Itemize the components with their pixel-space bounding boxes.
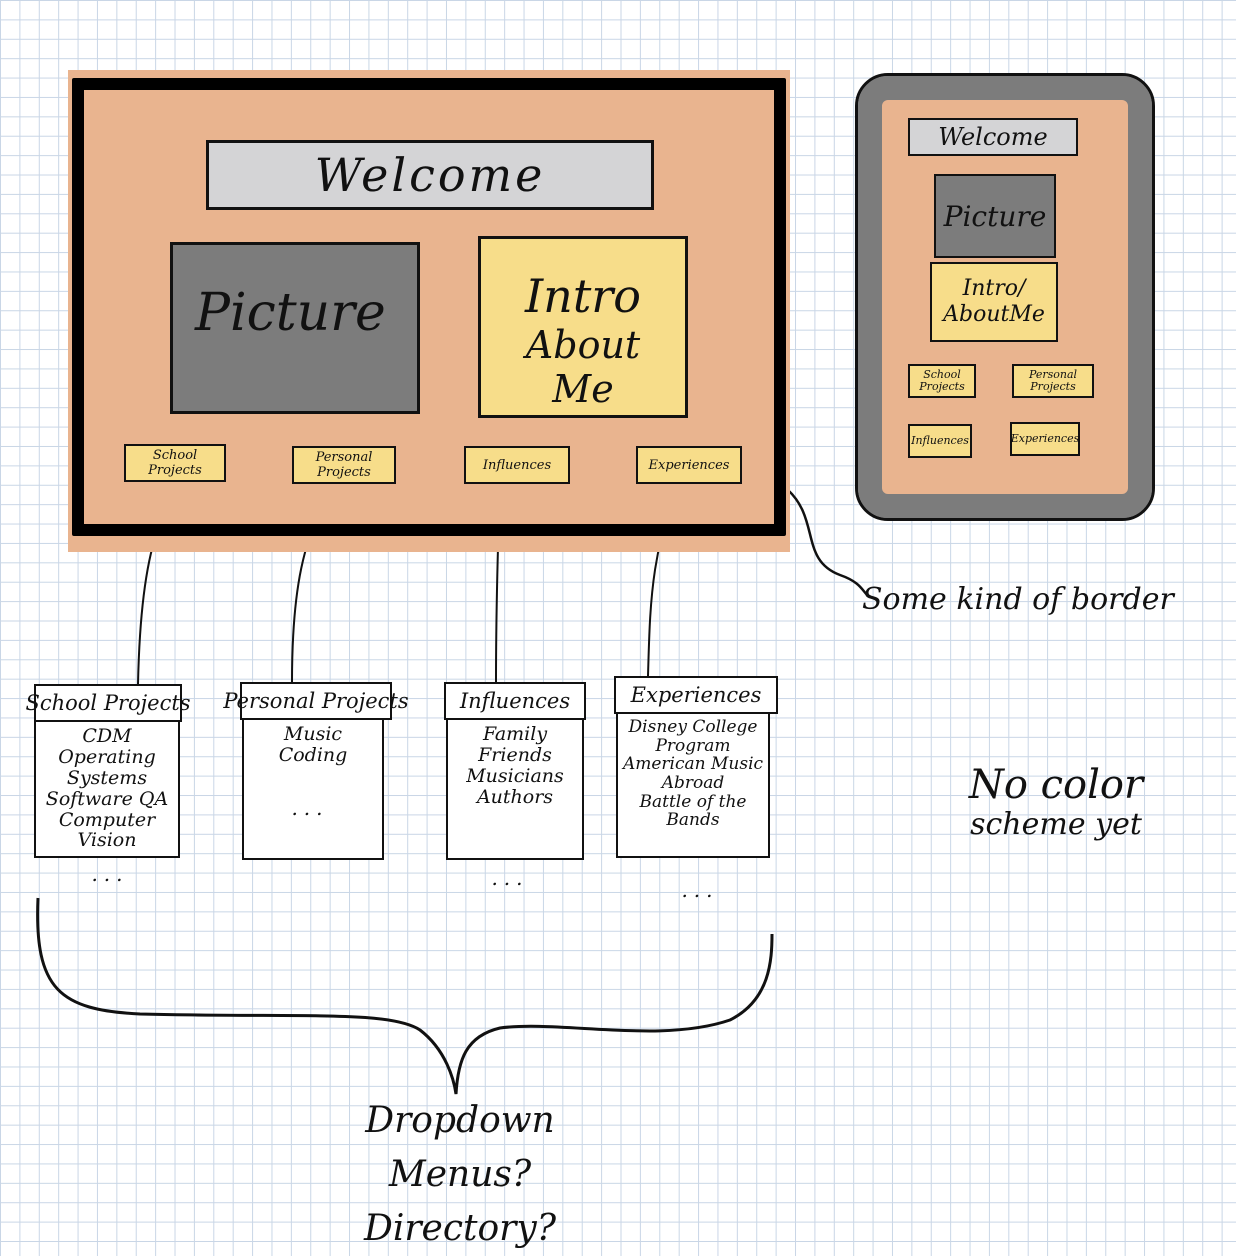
annotation-dropdown-line2: Directory? — [363, 1208, 557, 1249]
nav-button-personal-projects[interactable]: Personal Projects — [292, 446, 396, 484]
brace — [36, 897, 774, 1095]
mobile-device-frame — [855, 73, 1155, 521]
border-pointer — [787, 489, 869, 597]
dropdown-personal-projects-header[interactable]: Personal Projects — [223, 682, 409, 720]
dropdown-item[interactable]: CDM — [82, 725, 132, 747]
mobile-intro-box: Intro/ AboutMe — [930, 262, 1058, 342]
mobile-intro-title: Intro/ — [962, 275, 1026, 301]
nav-button-influences[interactable]: Influences — [464, 446, 570, 484]
dropdown-item[interactable]: Coding — [278, 743, 348, 766]
mobile-picture-placeholder: Picture — [934, 174, 1056, 258]
desktop-intro-title: Intro — [525, 269, 641, 323]
annotation-color-note: No color scheme yet — [926, 762, 1186, 843]
dropdown-more-ellipsis: ... — [681, 878, 719, 902]
dropdown-more-ellipsis: ... — [91, 862, 129, 886]
annotation-dropdown-line1: Dropdown Menus? — [365, 1100, 555, 1195]
mobile-nav-button-personal-projects[interactable]: Personal Projects — [1012, 364, 1094, 398]
dropdown-item[interactable]: American Music Abroad — [622, 754, 764, 794]
desktop-border-frame — [72, 78, 786, 536]
mobile-nav-button-school-projects[interactable]: School Projects — [908, 364, 976, 398]
dropdown-school-projects-header[interactable]: School Projects — [25, 684, 191, 722]
nav-button-experiences[interactable]: Experiences — [636, 446, 742, 484]
dropdown-item[interactable]: Musicians — [466, 764, 564, 787]
desktop-intro-subtitle: About Me — [525, 323, 641, 411]
mobile-welcome-banner: Welcome — [908, 118, 1078, 156]
annotation-color-line1: No color — [968, 762, 1144, 808]
mobile-nav-button-experiences[interactable]: Experiences — [1010, 422, 1080, 456]
desktop-picture-placeholder: Picture — [170, 242, 420, 414]
dropdown-more-ellipsis: ... — [491, 866, 529, 890]
dropdown-item[interactable]: Operating Systems — [58, 745, 156, 789]
dropdown-item[interactable]: Battle of the Bands — [639, 791, 747, 831]
dropdown-item[interactable]: Music — [283, 723, 343, 745]
dropdown-item[interactable]: Software QA — [45, 787, 169, 810]
dropdown-influences-list: Family Friends Musicians Authors — [446, 720, 584, 860]
dropdown-item[interactable]: Disney College Program — [628, 717, 758, 756]
dropdown-experiences-header[interactable]: Experiences — [614, 676, 778, 714]
desktop-intro-box: Intro About Me — [478, 236, 688, 418]
dropdown-item[interactable]: Computer Vision — [58, 808, 156, 852]
dropdown-personal-projects-list: Music Coding — [242, 720, 384, 860]
nav-button-school-projects[interactable]: School Projects — [124, 444, 226, 482]
dropdown-item[interactable]: Friends — [478, 743, 552, 766]
dropdown-experiences-list: Disney College Program American Music Ab… — [616, 714, 770, 858]
mobile-nav-button-influences[interactable]: Influences — [908, 424, 972, 458]
dropdown-item[interactable]: Authors — [476, 785, 554, 808]
annotation-color-line2: scheme yet — [970, 807, 1142, 842]
dropdown-influences-header[interactable]: Influences — [444, 682, 586, 720]
mobile-intro-subtitle: AboutMe — [943, 302, 1045, 327]
annotation-border-note: Some kind of border — [862, 582, 1174, 617]
desktop-welcome-banner: Welcome — [206, 140, 654, 210]
dropdown-school-projects-list: CDM Operating Systems Software QA Comput… — [34, 722, 180, 858]
annotation-dropdown-note: Dropdown Menus? Directory? — [290, 1094, 630, 1256]
dropdown-item[interactable]: Family — [482, 723, 548, 745]
dropdown-more-ellipsis: ... — [291, 796, 329, 820]
